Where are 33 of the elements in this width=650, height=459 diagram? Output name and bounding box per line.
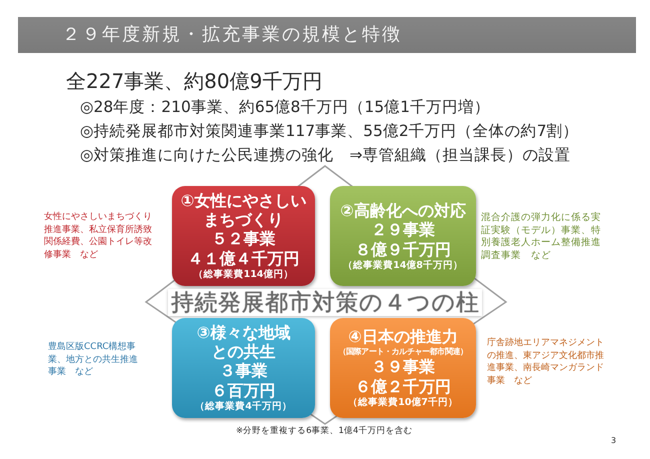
total-budget-heading: 全227事業、約80億9千万円 bbox=[66, 70, 322, 93]
project-count: ３９事業 bbox=[371, 357, 435, 377]
total-cost: （総事業費114億円） bbox=[194, 269, 294, 281]
total-cost: （総事業費4千万円） bbox=[195, 401, 292, 413]
pillar-box bbox=[330, 318, 476, 418]
budget-amount: ８億９千万円 bbox=[355, 240, 451, 260]
example-projects-note: 女性にやさしいまちづくり推進事業、私立保育所誘致関係経費、公園トイレ等改修事業 など bbox=[44, 211, 153, 261]
budget-amount: ６百万円 bbox=[212, 381, 276, 401]
comparison-line: ◎28年度：210事業、約65億8千万円（15億1千万円増） bbox=[80, 99, 490, 117]
project-count: ３事業 bbox=[220, 361, 268, 381]
total-cost: （総事業費14億8千万円） bbox=[343, 260, 463, 272]
pillar-title: ④日本の推進力 bbox=[348, 327, 458, 346]
slide-title: ２９年度新規・拡充事業の規模と特徴 bbox=[62, 24, 402, 46]
example-projects-note: 庁舎跡地エリアマネジメントの推進、東アジア文化都市推進事業、南長崎マンガランド事業 など bbox=[487, 337, 605, 387]
pillar-title: ②高齢化への対応 bbox=[340, 200, 466, 220]
project-count: ２９事業 bbox=[371, 220, 435, 240]
total-cost: （総事業費10億7千円） bbox=[348, 397, 458, 409]
partnership-line: ◎対策推進に向けた公民連携の強化 ⇒専管組織（担当課長）の設置 bbox=[80, 147, 571, 165]
footnote: ※分野を重複する6事業、1億4千万円を含む bbox=[236, 427, 412, 437]
budget-amount: ４１億４千万円 bbox=[188, 249, 300, 269]
pillar-box bbox=[172, 186, 315, 286]
page-number: 3 bbox=[611, 436, 616, 446]
pillar-subtitle: （国際アート・カルチャー都市関連） bbox=[338, 346, 468, 357]
project-count: ５２事業 bbox=[212, 229, 276, 249]
pillar-box bbox=[172, 318, 315, 418]
pillar-title: ③様々な地域との共生 bbox=[196, 323, 292, 361]
example-projects-note: 豊島区版CCRC構想事業、地方との共生推進事業 など bbox=[48, 341, 139, 378]
related-projects-line: ◎持続発展都市対策関連事業117事業、55億2千万円（全体の約7割） bbox=[80, 123, 579, 141]
pillar-box bbox=[330, 186, 476, 286]
example-projects-note: 混合介護の弾力化に係る実証実験（モデル）事業、特別養護老人ホーム整備推進調査事業 など bbox=[481, 212, 601, 262]
banner-title: 持続発展都市対策の４つの柱 bbox=[170, 290, 480, 316]
budget-amount: ６億２千万円 bbox=[355, 377, 451, 397]
pillar-title: ①女性にやさしいまちづくり bbox=[180, 191, 308, 229]
